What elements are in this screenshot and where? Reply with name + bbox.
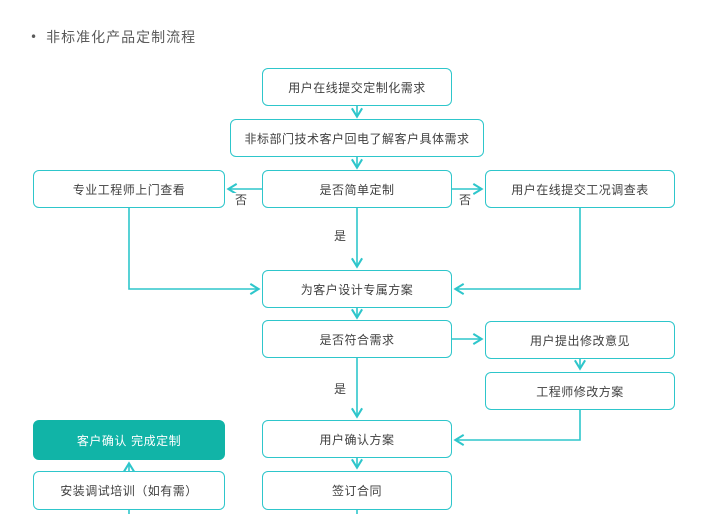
edge-label-no-left: 否 — [233, 193, 250, 207]
node-submit-demand: 用户在线提交定制化需求 — [262, 68, 452, 106]
node-confirm-plan: 用户确认方案 — [262, 420, 452, 458]
node-survey-form: 用户在线提交工况调查表 — [485, 170, 675, 208]
node-confirm-complete: 客户确认 完成定制 — [33, 420, 225, 460]
node-install-training: 安装调试培训（如有需） — [33, 471, 225, 510]
edge-label-yes-lower: 是 — [332, 382, 349, 396]
page-title-text: 非标准化产品定制流程 — [46, 30, 197, 46]
node-modify-opinion: 用户提出修改意见 — [485, 321, 675, 359]
edge-label-yes-upper: 是 — [332, 229, 349, 243]
node-callback-understand: 非标部门技术客户回电了解客户具体需求 — [230, 119, 484, 157]
node-simple-custom-decision: 是否简单定制 — [262, 170, 452, 208]
bullet-icon: • — [30, 30, 39, 44]
node-sign-contract: 签订合同 — [262, 471, 452, 510]
page-title: • 非标准化产品定制流程 — [30, 27, 196, 47]
edge-label-no-right: 否 — [457, 193, 474, 207]
node-engineer-modify: 工程师修改方案 — [485, 372, 675, 410]
node-meet-requirement-decision: 是否符合需求 — [262, 320, 452, 358]
node-design-plan: 为客户设计专属方案 — [262, 270, 452, 308]
node-engineer-visit: 专业工程师上门查看 — [33, 170, 225, 208]
